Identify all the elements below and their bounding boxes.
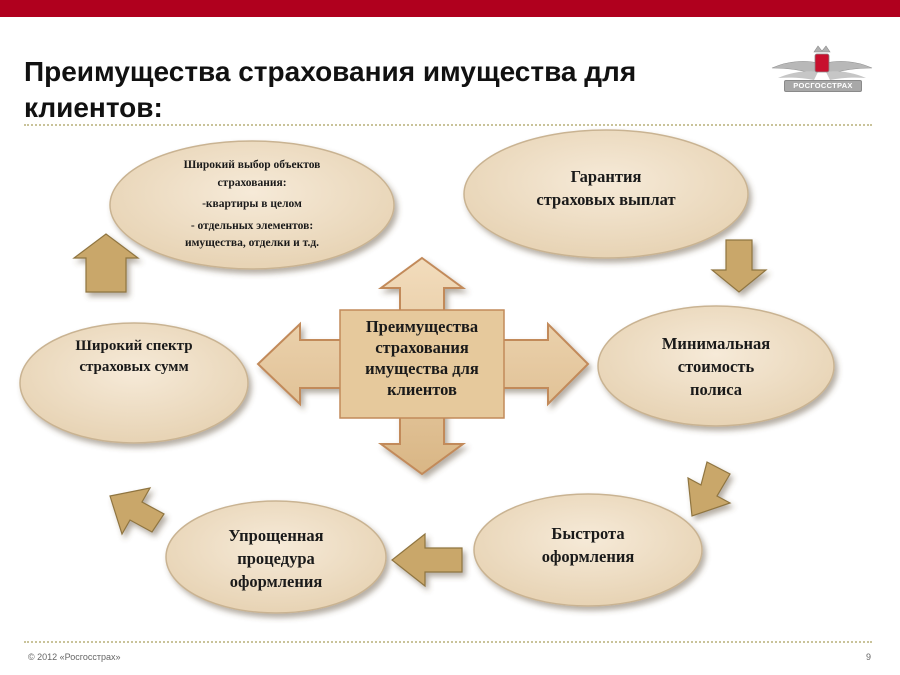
node-simple-text: Упрощенная процедура оформления	[182, 522, 370, 594]
node-text-line: стоимость	[677, 356, 755, 376]
node-fast-text: Быстрота оформления	[494, 520, 682, 570]
page-number: 9	[866, 652, 872, 662]
arrow-up-left-bottom	[109, 487, 165, 536]
arrow-down-right-top	[710, 239, 768, 293]
logo-text: РОСГОССТРАХ	[784, 80, 862, 92]
node-text-line: -квартиры в целом	[202, 198, 302, 211]
node-guarantee-ellipse	[463, 129, 749, 259]
node-fast-ellipse	[473, 493, 703, 607]
center-text-line: имущества для	[365, 359, 479, 378]
node-text-line: Широкий выбор объектов	[183, 159, 321, 172]
node-text-line: Широкий спектр	[75, 338, 193, 354]
node-text-line: страхования:	[217, 176, 287, 189]
node-wide-choice-text: Широкий выбор объектов страхования: -ква…	[130, 152, 374, 258]
arrow-down-left-right	[687, 461, 732, 517]
arrow-up-left	[72, 233, 140, 293]
center-text: Преимущества страхования имущества для к…	[342, 316, 502, 400]
node-guarantee-text: Гарантия страховых выплат	[496, 160, 716, 216]
node-text-line: оформления	[541, 547, 635, 566]
logo-shield-icon	[814, 53, 830, 73]
node-min-cost-ellipse	[597, 305, 835, 427]
node-text-line: полиса	[689, 379, 743, 399]
node-min-cost-text: Минимальная стоимость полиса	[610, 330, 822, 402]
center-box	[339, 309, 505, 419]
title-divider	[24, 124, 872, 126]
node-text-line: страховых выплат	[536, 190, 676, 209]
center-text-line: клиентов	[387, 380, 457, 399]
footer-divider	[24, 641, 872, 643]
node-wide-choice-ellipse	[109, 140, 395, 270]
arrow-left-bottom	[391, 532, 463, 588]
logo-crown-icon	[813, 45, 831, 53]
node-simple-ellipse	[165, 500, 387, 614]
slide-title: Преимущества страхования имущества для к…	[24, 56, 637, 123]
node-text-line: оформления	[229, 571, 323, 591]
node-wide-range-ellipse	[19, 322, 249, 444]
center-text-line: страхования	[375, 338, 469, 357]
rosgosstrakh-logo	[771, 45, 873, 80]
node-text-line: Быстрота	[551, 524, 625, 543]
node-text-line: Гарантия	[570, 167, 642, 186]
node-text-line: - отдельных элементов:	[190, 219, 314, 232]
logo-wings-icon	[771, 61, 873, 80]
footer-copyright: © 2012 «Росгосстрах»	[28, 652, 121, 662]
node-text-line: страховых сумм	[79, 359, 189, 375]
node-text-line: Упрощенная	[228, 525, 324, 545]
node-text-line: Минимальная	[661, 333, 771, 353]
node-text-line: процедура	[237, 548, 315, 568]
node-wide-range-text: Широкий спектр страховых сумм	[40, 332, 228, 382]
node-text-line: имущества, отделки и т.д.	[184, 237, 320, 250]
top-red-bar	[0, 0, 900, 17]
center-text-line: Преимущества	[365, 317, 479, 336]
